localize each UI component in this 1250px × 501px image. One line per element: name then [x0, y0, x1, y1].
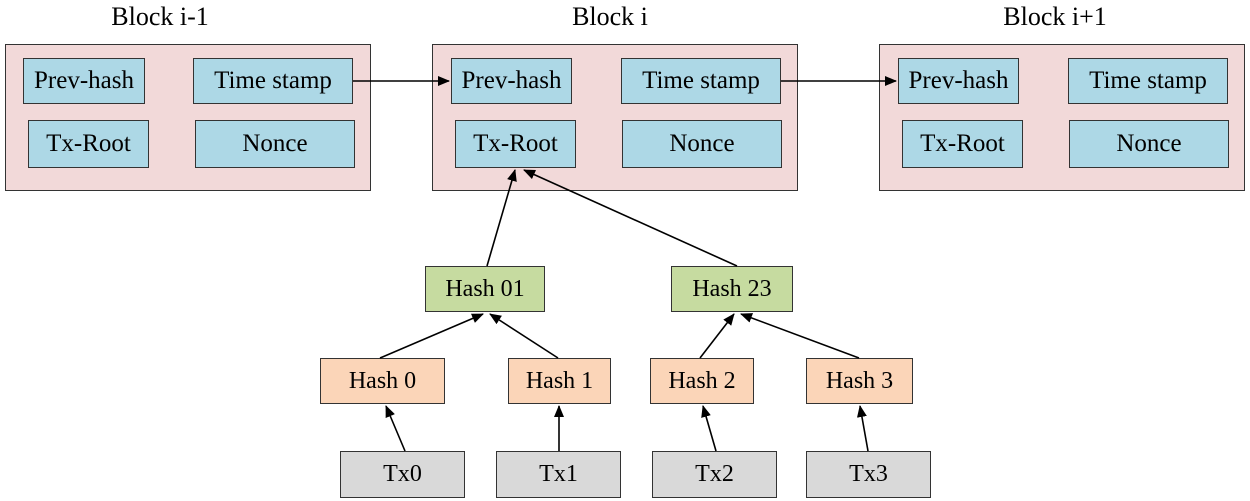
block-next-nonce: Nonce [1069, 120, 1229, 168]
arrow-hash23-to-txroot [523, 169, 738, 267]
hash-0-node: Hash 0 [320, 358, 445, 404]
block-prev-time-stamp: Time stamp [193, 58, 353, 104]
block-prev-tx-root: Tx-Root [28, 120, 149, 168]
arrow-tx2-to-hash2 [701, 405, 717, 452]
tx1-node: Tx1 [496, 451, 621, 498]
arrow-hash1-to-hash01 [489, 313, 559, 359]
arrow-hash0-to-hash01 [379, 313, 484, 359]
hash-01-node: Hash 01 [425, 266, 545, 312]
arrow-tx3-to-hash3 [857, 405, 869, 452]
arrow-hash2-to-hash23 [699, 313, 735, 359]
block-current-time-stamp: Time stamp [621, 58, 781, 104]
block-prev-nonce: Nonce [195, 120, 355, 168]
block-title-prev: Block i-1 [111, 2, 209, 31]
hash-1-node: Hash 1 [508, 358, 611, 404]
block-next-tx-root: Tx-Root [902, 120, 1023, 168]
block-title-current: Block i [572, 2, 648, 31]
arrow-tx0-to-hash0 [385, 405, 406, 452]
block-prev-prev-hash: Prev-hash [23, 58, 145, 104]
tx2-node: Tx2 [652, 451, 777, 498]
hash-23-node: Hash 23 [671, 266, 793, 312]
block-next-prev-hash: Prev-hash [898, 58, 1019, 104]
block-title-next: Block i+1 [1003, 2, 1107, 31]
hash-3-node: Hash 3 [806, 358, 913, 404]
block-current-tx-root: Tx-Root [455, 120, 576, 168]
arrow-hash3-to-hash23 [740, 313, 860, 359]
block-current-prev-hash: Prev-hash [451, 58, 572, 104]
hash-2-node: Hash 2 [650, 358, 754, 404]
block-next-time-stamp: Time stamp [1068, 58, 1228, 104]
tx0-node: Tx0 [340, 451, 465, 498]
tx3-node: Tx3 [806, 451, 931, 498]
block-current-nonce: Nonce [622, 120, 782, 168]
arrow-hash01-to-txroot [486, 169, 517, 267]
